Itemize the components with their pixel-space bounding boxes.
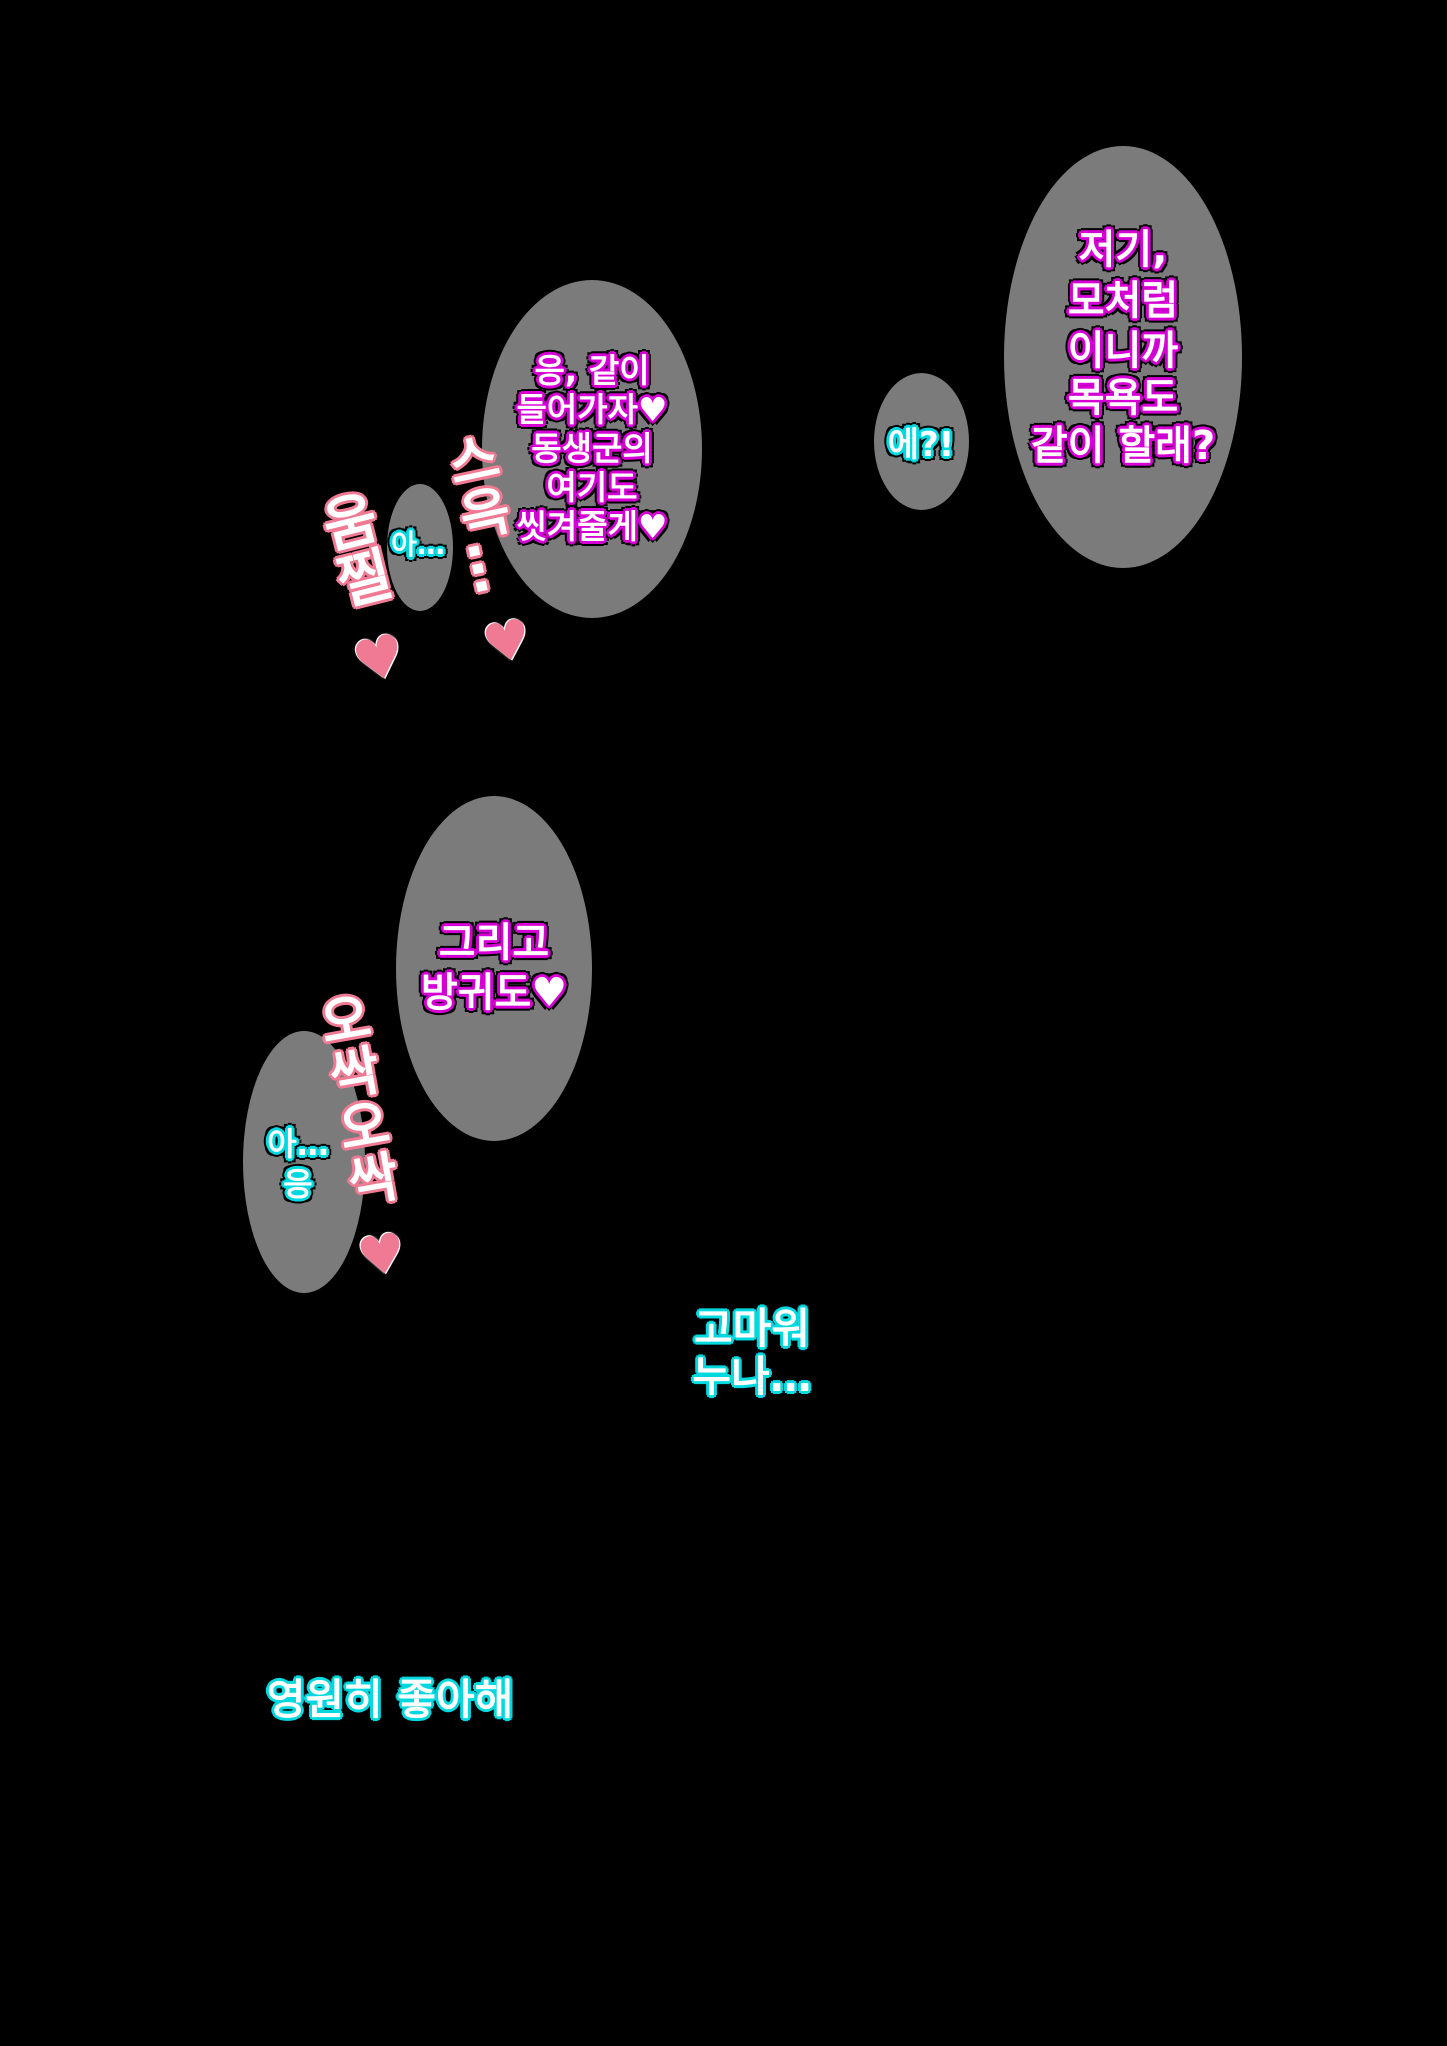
text-line: 고마워	[694, 1304, 810, 1353]
text-line: 목욕도	[1067, 375, 1179, 421]
text-line: 모처럼	[1067, 278, 1179, 324]
text-line: 방귀도♥	[420, 970, 568, 1016]
speech-bubble-together	[482, 280, 702, 618]
heart-icon: ♥	[469, 604, 545, 679]
speech-text-ah: 아…	[391, 528, 445, 561]
text-line: 동생군의	[531, 429, 653, 468]
text-line: 들어가자♥	[516, 390, 668, 429]
text-line: 이니까	[1067, 328, 1179, 374]
text-line: 누나…	[692, 1352, 812, 1401]
heart-icon: ♥	[338, 617, 421, 700]
text-line: 응	[283, 1165, 313, 1203]
text-line: 씻겨줄게♥	[516, 507, 668, 546]
text-line: 같이 할래?	[1030, 423, 1216, 469]
caption-love-forever: 영원히 좋아해	[266, 1675, 514, 1724]
text-line: 아…	[267, 1125, 329, 1163]
speech-bubble-invite	[1004, 146, 1242, 568]
speech-text-surprise: 에?!	[887, 425, 955, 465]
speech-bubble-surprise	[874, 373, 969, 510]
speech-bubble-ah-yes	[243, 1031, 365, 1293]
text-line: 그리고	[438, 920, 550, 966]
text-line: 여기도	[546, 468, 638, 507]
speech-bubble-ah	[387, 484, 453, 611]
heart-icon: ♥	[345, 1218, 419, 1292]
text-line: 저기,	[1078, 227, 1168, 273]
text-line: 응, 같이	[534, 351, 650, 390]
sfx-flinch-text: 움찔	[305, 485, 400, 615]
speech-bubble-and	[396, 796, 592, 1141]
